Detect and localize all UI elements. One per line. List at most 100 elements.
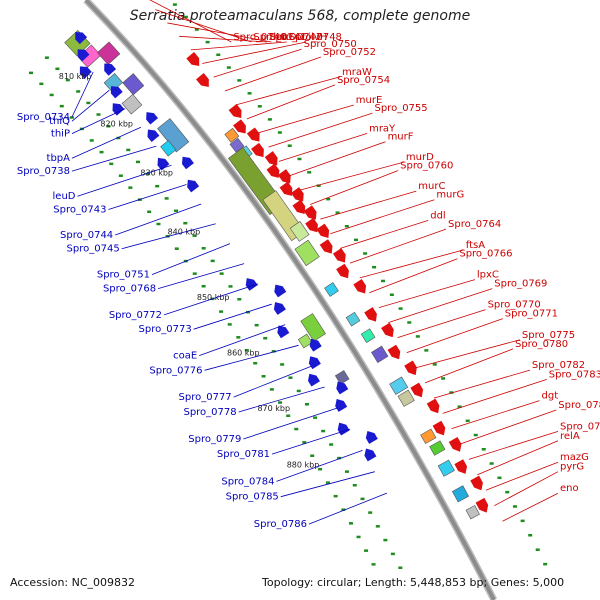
track-dot xyxy=(371,563,376,566)
forward-leader-line xyxy=(378,279,475,309)
forward-leader-line xyxy=(397,309,486,338)
track-dot xyxy=(381,279,386,283)
track-dot xyxy=(297,157,302,161)
track-dot xyxy=(228,285,233,288)
reverse-leader-line xyxy=(280,471,375,498)
track-dot xyxy=(344,224,349,228)
track-dot xyxy=(164,197,169,200)
reverse-gene-arrow xyxy=(273,302,286,315)
reverse-leader-line xyxy=(115,203,202,236)
track-dot xyxy=(192,234,197,237)
feature-box xyxy=(300,313,326,342)
reverse-leader-line xyxy=(71,145,157,172)
track-dot xyxy=(383,538,388,542)
forward-leader-line xyxy=(451,400,540,430)
track-dot xyxy=(457,405,462,408)
reverse-gene-arrow xyxy=(277,325,290,339)
forward-leader-line xyxy=(167,22,272,43)
track-dot xyxy=(280,363,285,366)
forward-leader-line xyxy=(468,430,559,460)
reverse-gene-label: Spro_0776 xyxy=(149,365,202,376)
forward-leader-line xyxy=(477,440,559,476)
forward-gene-label: ddl xyxy=(430,210,445,221)
track-dot xyxy=(318,467,323,471)
track-dot xyxy=(278,401,283,404)
forward-leader-line xyxy=(179,35,268,43)
forward-gene-label: lpxC xyxy=(477,270,499,281)
reverse-gene-arrow xyxy=(336,381,349,395)
reverse-gene-label: Spro_0779 xyxy=(188,434,241,445)
track-dot xyxy=(294,427,299,431)
scale-tick-label: 810 kbp xyxy=(59,72,92,81)
track-dot xyxy=(535,548,540,551)
track-dot xyxy=(244,348,249,352)
track-dot xyxy=(227,323,232,326)
track-dot xyxy=(352,484,357,487)
forward-leader-line xyxy=(442,378,547,414)
reverse-gene-arrow xyxy=(104,63,117,76)
reverse-leader-line xyxy=(151,243,231,275)
forward-leader-line xyxy=(190,41,287,51)
track-dot xyxy=(49,93,54,97)
feature-box xyxy=(429,440,446,456)
track-dot xyxy=(335,211,340,214)
scale-tick-label: 830 kbp xyxy=(140,169,173,178)
reverse-leader-line xyxy=(243,407,338,440)
feature-box xyxy=(360,328,376,343)
forward-gene-arrow xyxy=(186,52,200,66)
forward-leader-line xyxy=(424,348,514,384)
track-dot xyxy=(99,150,104,154)
track-dot xyxy=(261,375,266,378)
forward-gene-label: ftsA xyxy=(466,240,485,251)
forward-gene-arrow xyxy=(410,382,424,398)
forward-gene-arrow xyxy=(266,163,280,178)
track-dot xyxy=(302,441,307,444)
track-dot xyxy=(497,476,502,480)
forward-gene-label: Spro_0741 xyxy=(253,32,306,43)
track-dot xyxy=(390,552,395,556)
reverse-gene-arrow xyxy=(146,112,159,125)
track-dot xyxy=(333,494,338,498)
reverse-gene-arrow xyxy=(110,86,123,99)
reverse-leader-line xyxy=(193,303,272,330)
track-dot xyxy=(147,210,152,214)
track-dot xyxy=(449,391,454,394)
scale-tick-label: 860 kbp xyxy=(227,349,260,358)
track-dot xyxy=(473,433,478,437)
forward-gene-arrow xyxy=(332,248,346,263)
reverse-gene-label: Spro_0773 xyxy=(139,324,192,335)
track-dot xyxy=(39,82,44,86)
feature-box xyxy=(437,459,455,477)
track-dot xyxy=(254,323,259,327)
reverse-gene-arrow xyxy=(187,179,200,193)
forward-leader-line xyxy=(202,41,307,64)
forward-gene-arrow xyxy=(196,73,209,88)
track-dot xyxy=(363,252,368,255)
forward-leader-line xyxy=(502,492,559,522)
forward-gene-label: Spro_0791 xyxy=(560,421,600,432)
track-dot xyxy=(329,443,334,446)
forward-gene-arrow xyxy=(432,420,446,436)
track-dot xyxy=(348,522,353,525)
track-dot xyxy=(128,186,133,189)
track-dot xyxy=(528,534,533,537)
forward-gene-label: mazG xyxy=(560,452,589,463)
forward-gene-label: leuO xyxy=(273,32,296,43)
track-dot xyxy=(86,101,91,105)
forward-gene-label: Spro_0754 xyxy=(337,75,390,86)
genome-backbone xyxy=(84,0,496,600)
feature-box xyxy=(297,333,313,349)
reverse-gene-label: Spro_0734 xyxy=(17,112,70,123)
reverse-gene-label: thiP xyxy=(51,129,70,140)
reverse-gene-label: Spro_0786 xyxy=(254,519,307,530)
track-dot xyxy=(65,78,70,82)
forward-gene-arrow xyxy=(277,169,291,184)
forward-gene-label: Spro_0783 xyxy=(549,369,600,380)
track-dot xyxy=(354,238,359,242)
track-dot xyxy=(253,361,258,365)
forward-leader-line xyxy=(460,409,557,445)
forward-leader-line xyxy=(224,56,322,92)
forward-gene-label: murD xyxy=(406,152,434,163)
track-dot xyxy=(106,124,111,128)
forward-leader-line xyxy=(415,339,521,369)
